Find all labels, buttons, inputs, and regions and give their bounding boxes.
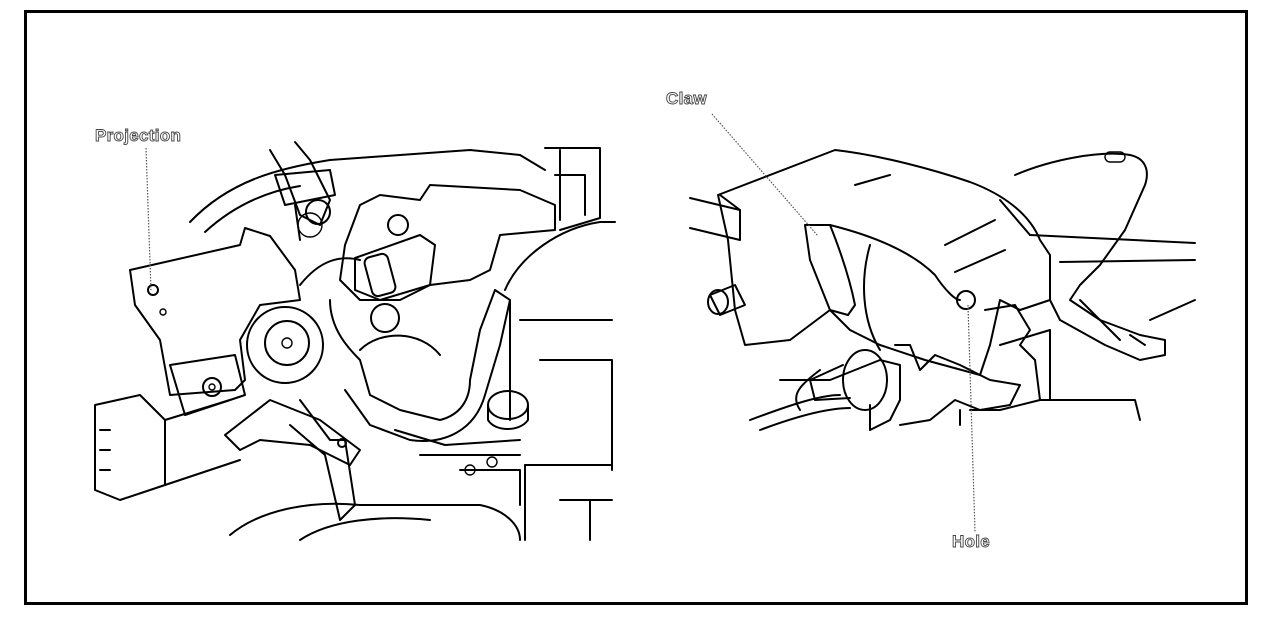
projection-label: Projection — [95, 126, 182, 146]
claw-label: Claw — [666, 89, 707, 109]
diagram-frame — [24, 10, 1248, 605]
hole-leader-line — [967, 304, 976, 533]
projection-leader-line — [145, 147, 152, 291]
hole-label: Hole — [952, 532, 991, 552]
claw-leader-line — [711, 113, 819, 237]
cover-claw-illustration — [689, 149, 1196, 431]
latch-assembly-illustration — [94, 141, 616, 541]
leader-lines — [145, 113, 976, 533]
